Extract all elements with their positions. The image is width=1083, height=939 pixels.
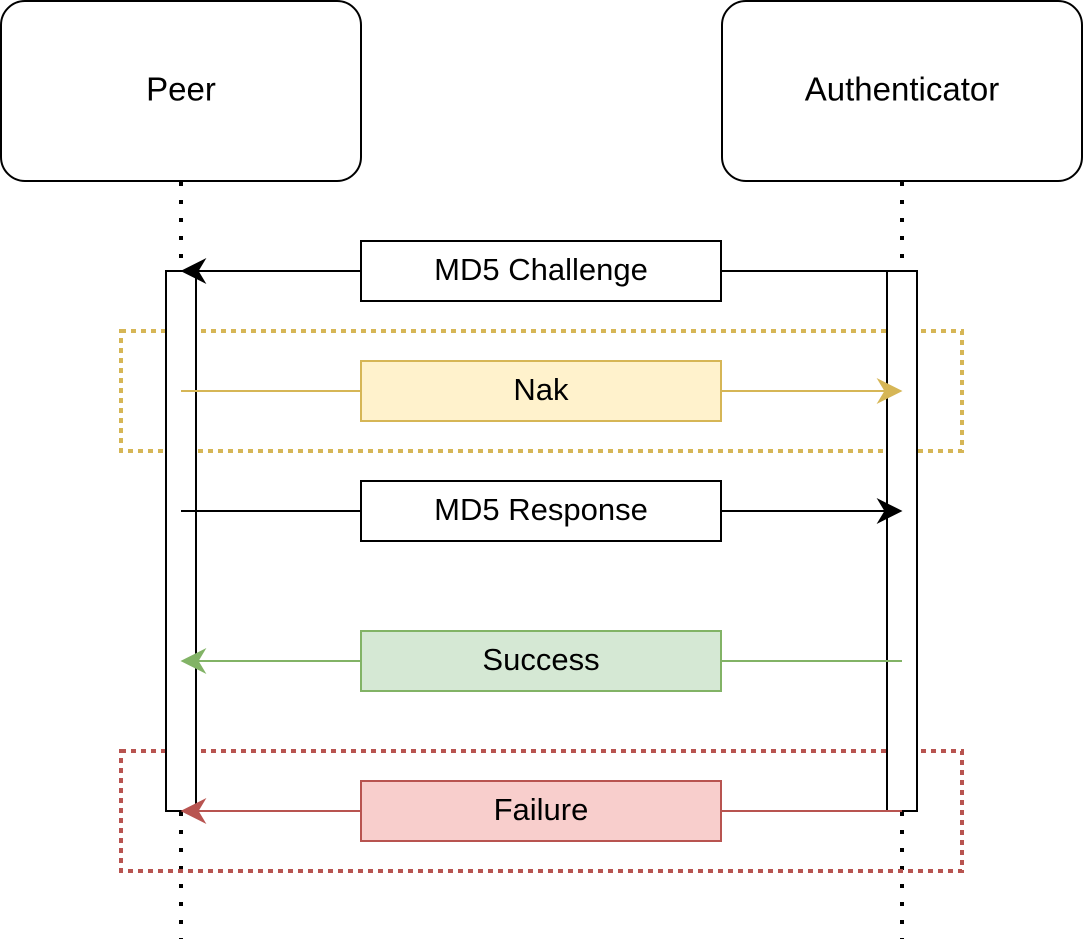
message-failure[interactable]: Failure bbox=[180, 780, 902, 842]
peer-label: Peer bbox=[146, 71, 216, 108]
md5-response-label: MD5 Response bbox=[434, 492, 648, 527]
md5-challenge-label-box bbox=[360, 240, 722, 302]
message-md5-response[interactable]: MD5 Response bbox=[181, 480, 903, 542]
success-label-box bbox=[360, 630, 722, 692]
peer-activation-bar bbox=[165, 270, 197, 812]
failure-label-box bbox=[360, 780, 722, 842]
md5-challenge-label: MD5 Challenge bbox=[434, 252, 648, 287]
authenticator-activation-bar bbox=[886, 270, 918, 812]
authenticator-participant[interactable]: Authenticator bbox=[721, 0, 1083, 182]
nak-label-box bbox=[360, 360, 722, 422]
message-success[interactable]: Success bbox=[180, 630, 902, 692]
message-nak[interactable]: Nak bbox=[181, 360, 903, 422]
md5-response-label-box bbox=[360, 480, 722, 542]
message-md5-challenge[interactable]: MD5 Challenge bbox=[180, 240, 887, 302]
failure-label: Failure bbox=[494, 792, 589, 827]
nak-group-box bbox=[119, 329, 964, 453]
success-label: Success bbox=[482, 642, 599, 677]
failure-group-box bbox=[119, 749, 964, 873]
peer-participant[interactable]: Peer bbox=[0, 0, 362, 182]
authenticator-label: Authenticator bbox=[805, 71, 999, 108]
nak-label: Nak bbox=[513, 372, 569, 407]
